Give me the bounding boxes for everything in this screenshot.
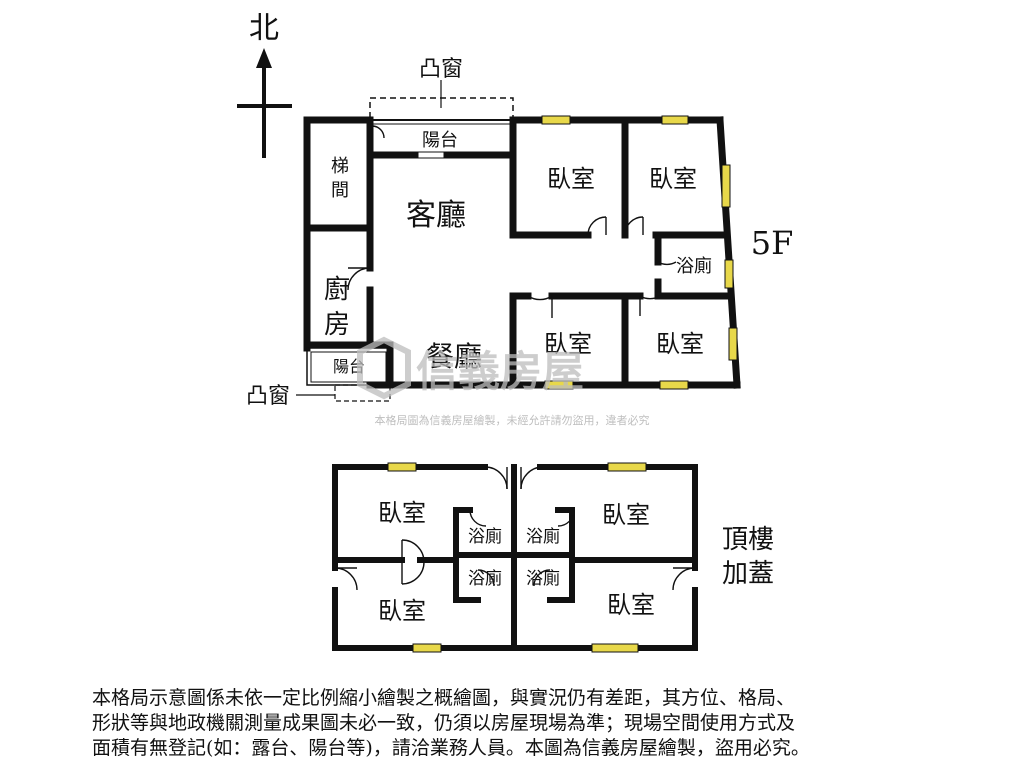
stairs-label-2: 間 (331, 180, 349, 201)
door-arc (657, 261, 677, 266)
roof-addition: 臥室 臥室 臥室 臥室 浴廁 浴廁 浴廁 浴廁 頂樓 加蓋 (332, 462, 774, 653)
watermark-copyright: 本格局圖為信義房屋繪製，未經允許請勿盜用，違者必究 (375, 413, 650, 427)
door-arc (639, 295, 661, 300)
roof-bath-4-label: 浴廁 (526, 568, 560, 589)
roof-bath-1-label: 浴廁 (468, 526, 502, 547)
disclaimer-line-2: 形狀等與地政機關測量成果圖未必一致，仍須以房屋現場為準；現場空間使用方式及 (92, 712, 796, 734)
bay-window-top-label: 凸窗 (419, 57, 463, 82)
watermark: 信義房屋 本格局圖為信義房屋繪製，未經允許請勿盜用，違者必究 (357, 336, 650, 427)
door-swings (347, 125, 677, 318)
roof-bath-2-label: 浴廁 (526, 526, 560, 547)
bedroom-ne1-label: 臥室 (547, 165, 595, 193)
watermark-logo-text: 信義房屋 (416, 347, 584, 396)
roof-label-1: 頂樓 (722, 525, 774, 555)
bath-label: 浴廁 (676, 255, 712, 277)
bedroom-s2-label: 臥室 (656, 330, 704, 358)
floor-5f: 凸窗 (246, 57, 793, 409)
balcony-north-label: 陽台 (422, 130, 458, 151)
stairs-label-1: 梯 (331, 156, 349, 177)
living-room-label: 客廳 (406, 198, 466, 233)
bay-window-bottom-label: 凸窗 (246, 384, 290, 409)
door-arc (624, 216, 644, 236)
roof-bath-3-label: 浴廁 (468, 568, 502, 589)
roof-windows (387, 462, 647, 653)
balcony-south-inner (310, 351, 387, 383)
floor-5f-label: 5F (751, 224, 794, 262)
dining-room-label: 餐廳 (426, 340, 482, 373)
bedroom-ne2-label: 臥室 (649, 165, 697, 193)
roof-label-2: 加蓋 (722, 559, 774, 589)
roof-bedroom-se-label: 臥室 (607, 591, 655, 619)
disclaimer-line-1: 本格局示意圖係未依一定比例縮小繪製之概繪圖，與實況仍有差距，其方位、格局、 (92, 687, 796, 709)
interior-walls (303, 116, 732, 389)
balcony-south-outline (306, 347, 391, 386)
door-arc (371, 125, 385, 139)
door-arc (587, 216, 607, 236)
north-arrow-icon (256, 48, 272, 68)
north-label: 北 (249, 11, 279, 46)
compass: 北 (237, 11, 292, 158)
sinyi-logo-icon (357, 336, 411, 400)
disclaimer: 本格局示意圖係未依一定比例縮小繪製之概繪圖，與實況仍有差距，其方位、格局、 形狀… (92, 686, 972, 761)
roof-door-swings (334, 466, 696, 591)
roof-bedroom-ne-label: 臥室 (602, 501, 650, 529)
kitchen-label-2: 房 (324, 310, 350, 340)
kitchen-label-1: 廚 (324, 275, 350, 305)
roof-bedroom-nw-label: 臥室 (378, 499, 426, 527)
roof-bedroom-sw-label: 臥室 (378, 597, 426, 625)
bedroom-s1-label: 臥室 (544, 330, 592, 358)
windows (541, 115, 738, 390)
disclaimer-line-3: 面積有無登記(如：露台、陽台等)，請洽業務人員。本圖為信義房屋繪製，盜用必究。 (92, 737, 810, 759)
door-arc (527, 295, 553, 301)
